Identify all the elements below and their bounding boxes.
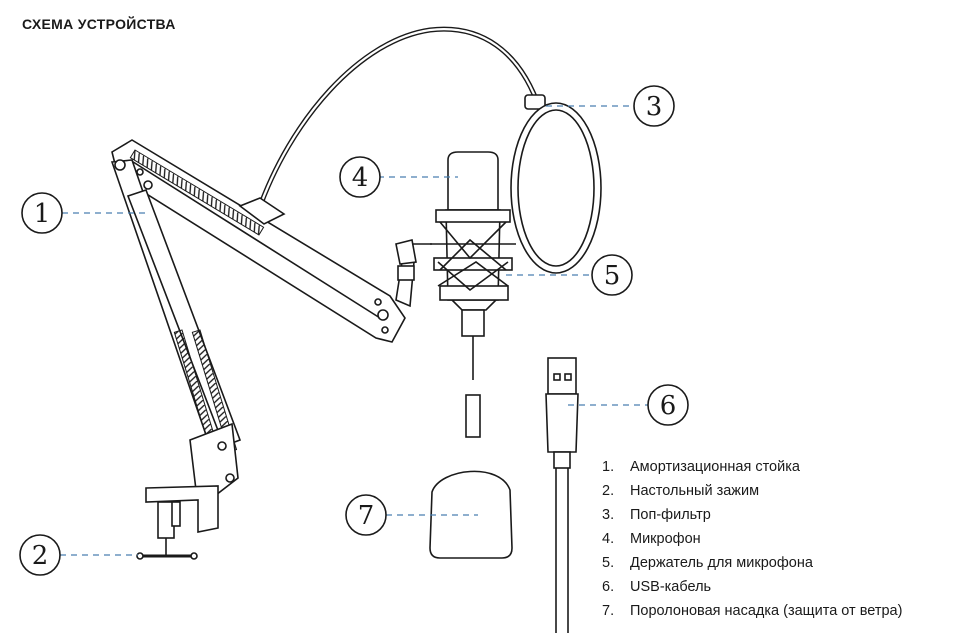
callout-3: 3 xyxy=(633,85,675,127)
callout-7: 7 xyxy=(345,494,387,536)
svg-text:3: 3 xyxy=(646,92,663,122)
legend-item: 6.USB-кабель xyxy=(602,579,712,595)
legend-item: 3.Поп-фильтр xyxy=(602,507,711,523)
svg-text:2: 2 xyxy=(32,541,49,571)
legend-item: 1.Амортизационная стойка xyxy=(602,459,800,475)
callout-5: 5 xyxy=(591,254,633,296)
callout-1: 1 xyxy=(21,192,63,234)
legend-item: 4.Микрофон xyxy=(602,531,701,547)
callout-2: 2 xyxy=(19,534,61,576)
leader-lines xyxy=(60,105,650,556)
legend-item: 5.Держатель для микрофона xyxy=(602,555,813,571)
usb-cable xyxy=(545,357,579,633)
svg-text:6: 6 xyxy=(660,391,677,421)
foam-windscreen xyxy=(429,470,513,559)
page-title: СХЕМА УСТРОЙСТВА xyxy=(22,16,176,32)
svg-text:5: 5 xyxy=(604,261,621,291)
svg-text:1: 1 xyxy=(34,199,51,229)
shock-mount xyxy=(430,209,516,301)
table-clamp xyxy=(136,485,219,560)
parts-legend: 1.Амортизационная стойка 2.Настольный за… xyxy=(602,455,902,623)
boom-arm-stand xyxy=(110,26,543,499)
pop-filter xyxy=(510,94,602,274)
svg-text:7: 7 xyxy=(358,501,375,531)
legend-item: 7.Поролоновая насадка (защита от ветра) xyxy=(602,603,903,619)
callout-6: 6 xyxy=(647,384,689,426)
callout-4: 4 xyxy=(339,156,381,198)
svg-text:4: 4 xyxy=(352,163,369,193)
legend-item: 2.Настольный зажим xyxy=(602,483,760,499)
